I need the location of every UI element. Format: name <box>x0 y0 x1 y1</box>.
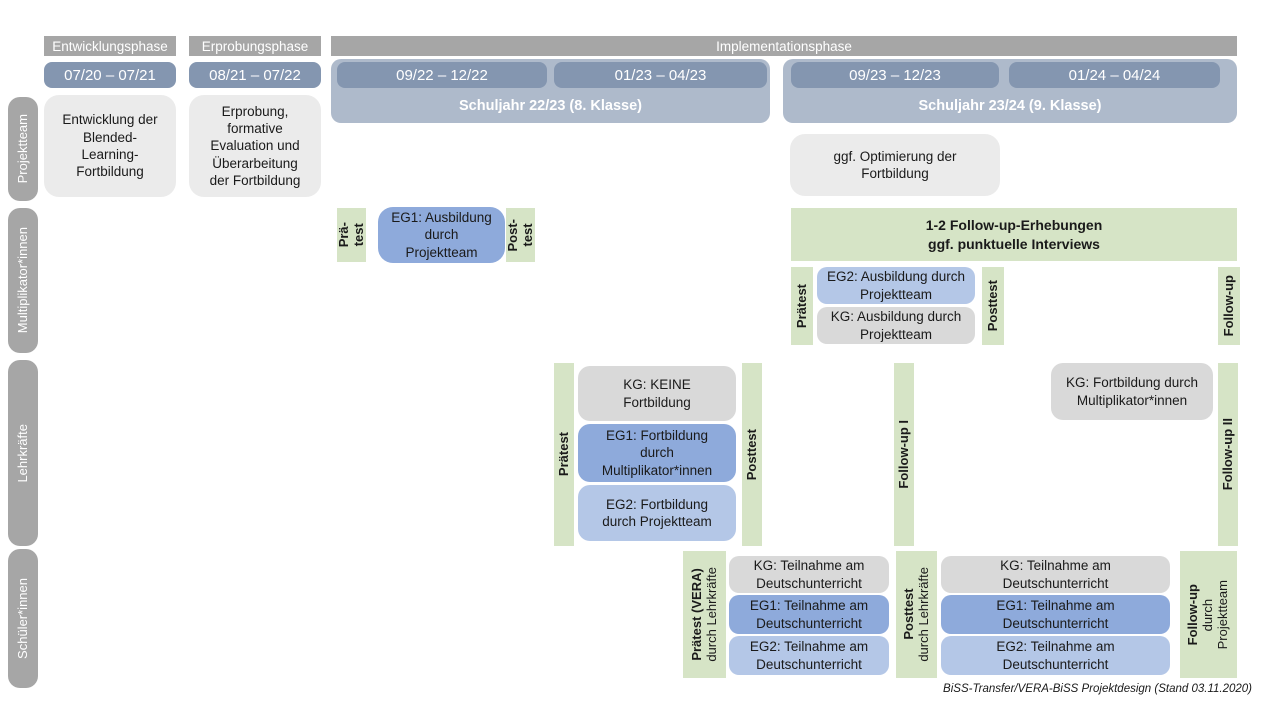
row-label-schueler: Schüler*innen <box>8 549 38 688</box>
schoolyear-2223-label: Schuljahr 22/23 (8. Klasse) <box>459 98 642 114</box>
date-range-0922-1222: 09/22 – 12/22 <box>337 62 547 88</box>
box-kg-teilnahme-deutsch-1: KG: Teilnahme am Deutschunterricht <box>729 556 889 593</box>
multiplikatoren-followup-bar: Follow-up <box>1218 267 1240 345</box>
box-followup-erhebungen: 1-2 Follow-up-Erhebungen ggf. punktuelle… <box>791 208 1237 261</box>
box-eg1-ausbildung-projektteam: EG1: Ausbildung durch Projektteam <box>378 207 505 263</box>
phase-header-implementation: Implementationsphase <box>331 36 1237 56</box>
lehrkraefte-followup2-bar: Follow-up II <box>1218 363 1238 546</box>
row-label-projektteam: Projektteam <box>8 97 38 201</box>
box-kg-teilnahme-deutsch-2: KG: Teilnahme am Deutschunterricht <box>941 556 1170 593</box>
multiplikatoren-posttest-bar: Post- test <box>505 208 535 262</box>
box-eg2-teilnahme-deutsch-2: EG2: Teilnahme am Deutschunterricht <box>941 636 1170 675</box>
multiplikatoren-praetest-bar: Prä- test <box>336 208 366 262</box>
row-label-lehrkraefte: Lehrkräfte <box>8 360 38 546</box>
schoolyear-2324-label: Schuljahr 23/24 (9. Klasse) <box>918 98 1102 114</box>
box-erprobung-evaluation: Erprobung, formative Evaluation und Über… <box>189 95 321 197</box>
schueler-followup-bar: Follow-up durch Projektteam <box>1180 551 1237 678</box>
box-eg2-teilnahme-deutsch-1: EG2: Teilnahme am Deutschunterricht <box>729 636 889 675</box>
phase-header-erprobung: Erprobungsphase <box>189 36 321 56</box>
row-label-multiplikatoren: Multiplikator*innen <box>8 208 38 353</box>
date-range-0720-0721: 07/20 – 07/21 <box>44 62 176 88</box>
multiplikatoren-posttest2-bar: Posttest <box>982 267 1004 345</box>
box-eg1-teilnahme-deutsch-2: EG1: Teilnahme am Deutschunterricht <box>941 595 1170 634</box>
date-range-0124-0424: 01/24 – 04/24 <box>1009 62 1220 88</box>
box-kg-fortbildung-multiplikatoren: KG: Fortbildung durch Multiplikator*inne… <box>1051 363 1213 420</box>
date-range-0923-1223: 09/23 – 12/23 <box>791 62 999 88</box>
box-eg1-fortbildung-multiplikatoren: EG1: Fortbildung durch Multiplikator*inn… <box>578 424 736 482</box>
lehrkraefte-posttest-bar: Posttest <box>742 363 762 546</box>
lehrkraefte-praetest-bar: Prätest <box>554 363 574 546</box>
box-optimierung-fortbildung: ggf. Optimierung der Fortbildung <box>790 134 1000 196</box>
box-eg1-teilnahme-deutsch-1: EG1: Teilnahme am Deutschunterricht <box>729 595 889 634</box>
multiplikatoren-praetest2-bar: Prätest <box>791 267 813 345</box>
box-kg-ausbildung-projektteam: KG: Ausbildung durch Projektteam <box>817 307 975 344</box>
box-entwicklung-fortbildung: Entwicklung der Blended-Learning-Fortbil… <box>44 95 176 197</box>
lehrkraefte-followup1-bar: Follow-up I <box>894 363 914 546</box>
footer-caption: BiSS-Transfer/VERA-BiSS Projektdesign (S… <box>943 683 1252 695</box>
phase-header-entwicklung: Entwicklungsphase <box>44 36 176 56</box>
date-range-0821-0722: 08/21 – 07/22 <box>189 62 321 88</box>
box-eg2-fortbildung-projektteam: EG2: Fortbildung durch Projektteam <box>578 485 736 541</box>
schueler-posttest-bar: Posttest durch Lehrkräfte <box>896 551 937 678</box>
box-eg2-ausbildung-projektteam: EG2: Ausbildung durch Projektteam <box>817 267 975 304</box>
date-range-0123-0423: 01/23 – 04/23 <box>554 62 767 88</box>
schueler-praetest-bar: Prätest (VERA) durch Lehrkräfte <box>683 551 726 678</box>
box-kg-keine-fortbildung: KG: KEINE Fortbildung <box>578 366 736 421</box>
